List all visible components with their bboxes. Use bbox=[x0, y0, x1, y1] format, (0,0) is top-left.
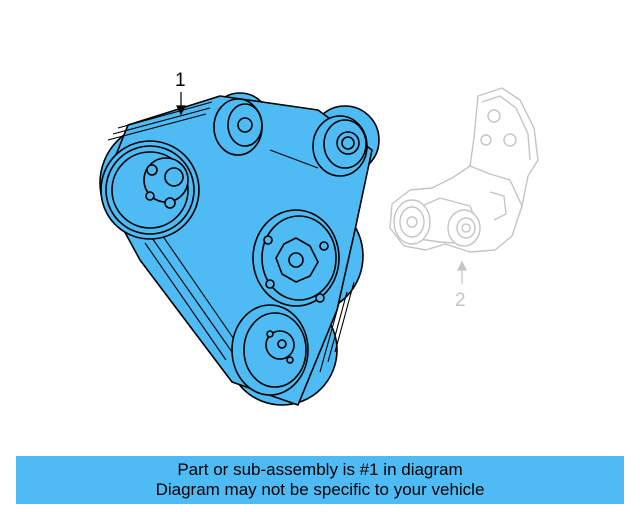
callout-label-2: 2 bbox=[455, 290, 466, 311]
right-idler-pulley bbox=[312, 115, 368, 177]
serpentine-belt-assembly[interactable] bbox=[99, 92, 380, 406]
banner-line-disclaimer: Diagram may not be specific to your vehi… bbox=[155, 480, 485, 499]
accessory-pulley bbox=[252, 209, 340, 307]
parts-diagram bbox=[99, 87, 539, 406]
crank-pulley bbox=[100, 140, 200, 240]
top-idler-pulley bbox=[213, 98, 263, 156]
belt-tensioner-assembly[interactable] bbox=[389, 87, 539, 253]
lower-pulley bbox=[231, 304, 309, 396]
callout-1-arrow bbox=[176, 92, 186, 116]
callout-label-1: 1 bbox=[175, 70, 186, 91]
banner-line-part-number: Part or sub-assembly is #1 in diagram bbox=[177, 460, 463, 479]
belt-ribs bbox=[107, 101, 355, 373]
info-banner: Part or sub-assembly is #1 in diagram Di… bbox=[16, 456, 624, 504]
callout-2-arrow bbox=[457, 260, 467, 284]
